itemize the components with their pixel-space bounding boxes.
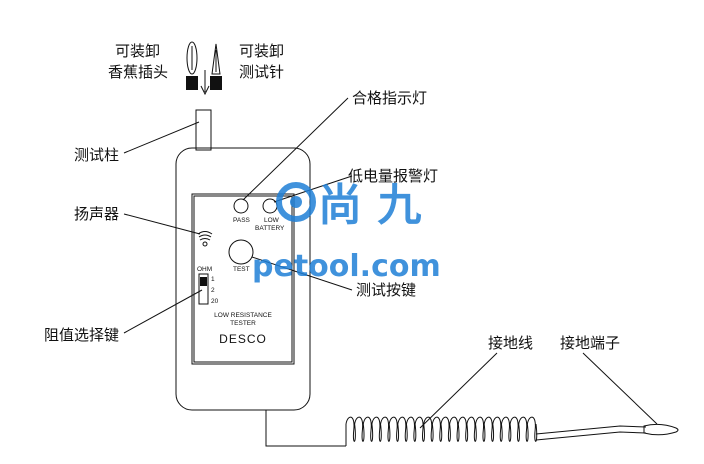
range-3-label: 20 — [211, 298, 219, 305]
ground-terminal-label: 接地端子 — [560, 334, 620, 352]
watermark-url: petool.com — [252, 249, 441, 284]
ohm-label: OHM — [197, 266, 212, 273]
test-label: TEST — [233, 266, 250, 273]
test-pin-accessory — [210, 43, 222, 90]
ground-wire-label: 接地线 — [488, 334, 533, 352]
tester-panel-inner — [193, 195, 293, 363]
leader-lines — [123, 97, 658, 429]
resistance-selector-switch[interactable] — [198, 273, 209, 305]
test-pin-label-line2: 测试针 — [239, 63, 284, 81]
banana-plug-accessory — [186, 41, 198, 90]
speaker-label: 扬声器 — [74, 205, 119, 223]
ground-terminal — [643, 423, 679, 436]
down-arrow — [200, 70, 210, 96]
range-2-label: 2 — [211, 287, 215, 294]
pass-label: PASS — [233, 217, 251, 224]
test-button[interactable] — [228, 239, 254, 265]
pass-light-label: 合格指示灯 — [352, 89, 427, 107]
low-battery-light — [262, 198, 278, 214]
low-label: LOW — [264, 217, 280, 224]
watermark-text: 尚 九 — [318, 180, 421, 231]
resistance-selector-label: 阻值选择键 — [44, 326, 119, 344]
banana-plug-label-line1: 可装卸 — [115, 42, 160, 60]
brand-label: DESCO — [219, 332, 267, 346]
test-pin-label-line1: 可装卸 — [239, 42, 284, 60]
low-battery-light-label: 低电量报警灯 — [348, 167, 438, 185]
tester-panel — [191, 193, 295, 365]
pass-light — [233, 198, 249, 214]
ground-wire — [265, 410, 647, 447]
range-1-label: 1 — [211, 276, 215, 283]
banana-plug-label-line2: 香蕉插头 — [108, 63, 168, 81]
device-name-line2: TESTER — [230, 320, 256, 327]
selector-knob — [200, 277, 207, 286]
tester-body — [175, 147, 311, 411]
test-post — [195, 109, 212, 151]
test-post-label: 测试柱 — [74, 146, 119, 164]
watermark-logo — [276, 182, 316, 222]
speaker-icon — [197, 231, 213, 247]
device-name-line1: LOW RESISTANCE — [214, 312, 272, 319]
test-button-label: 测试按键 — [356, 281, 416, 299]
battery-label: BATTERY — [255, 225, 285, 232]
